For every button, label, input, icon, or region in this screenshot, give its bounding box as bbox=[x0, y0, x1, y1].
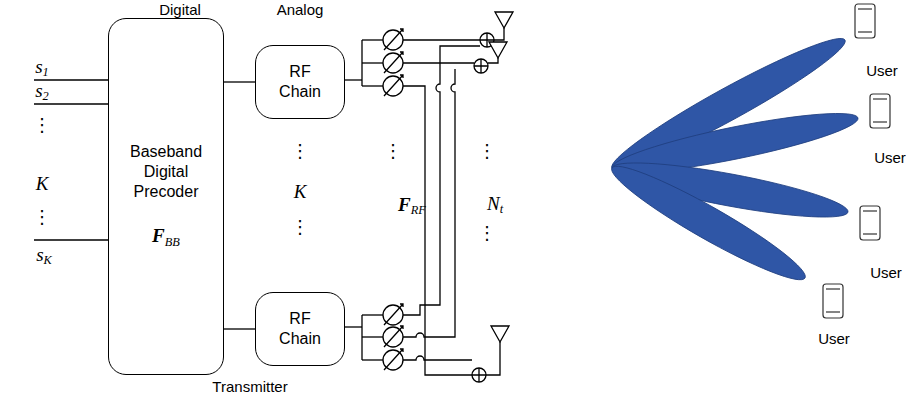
count-symbol: K bbox=[36, 173, 49, 195]
box-label: RF Chain bbox=[270, 309, 330, 349]
caption-label: Transmitter bbox=[212, 378, 287, 395]
ellipsis: ⋮ bbox=[33, 206, 51, 227]
section-label: Analog bbox=[277, 1, 324, 18]
user-label: User bbox=[870, 264, 902, 281]
user-label: User bbox=[818, 330, 850, 347]
signal-line bbox=[224, 328, 255, 329]
stream-symbol: s2 bbox=[35, 80, 49, 105]
beams bbox=[604, 26, 861, 292]
beam-lobe bbox=[604, 154, 813, 292]
section-label: Digital bbox=[159, 1, 201, 18]
matrix-symbol: FBB bbox=[152, 224, 180, 250]
box-label: RF Chain bbox=[270, 62, 330, 102]
ellipsis: ⋮ bbox=[291, 216, 309, 237]
count-symbol: K bbox=[294, 181, 307, 203]
antenna-symbols bbox=[489, 12, 513, 342]
rf-chain-box: RF Chain bbox=[255, 292, 345, 366]
antenna-count: Nt bbox=[487, 193, 503, 218]
signal-line bbox=[224, 81, 255, 82]
ellipsis: ⋮ bbox=[478, 140, 496, 161]
precoder-box: Baseband Digital PrecoderFBB bbox=[108, 18, 224, 375]
box-label: Baseband Digital Precoder bbox=[116, 142, 216, 202]
matrix-symbol: FRF bbox=[398, 194, 426, 219]
rf-chain-box: RF Chain bbox=[255, 45, 345, 119]
stream-symbol: sK bbox=[36, 244, 52, 269]
ellipsis: ⋮ bbox=[291, 140, 309, 161]
user-label: User bbox=[874, 149, 906, 166]
ellipsis: ⋮ bbox=[33, 114, 51, 135]
stream-symbol: s1 bbox=[35, 56, 49, 81]
ellipsis: ⋮ bbox=[384, 140, 402, 161]
ellipsis: ⋮ bbox=[478, 222, 496, 243]
wires bbox=[34, 28, 504, 375]
user-label: User bbox=[866, 62, 898, 79]
